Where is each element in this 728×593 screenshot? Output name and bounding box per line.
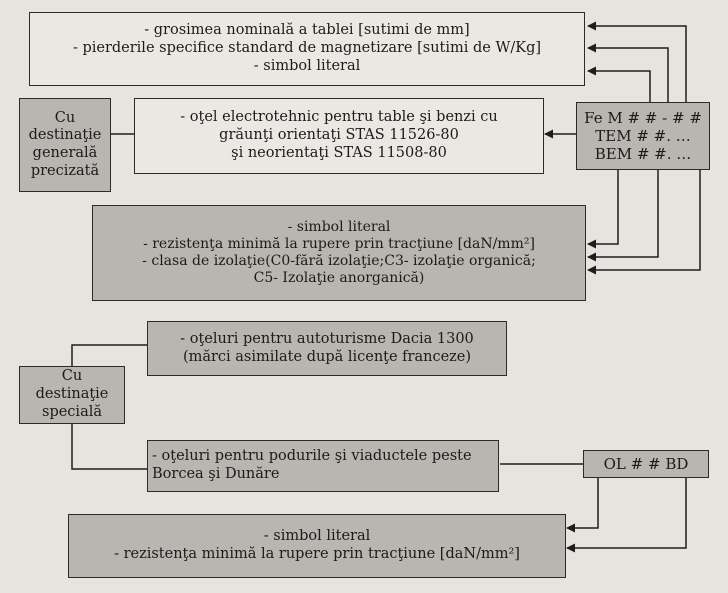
top-line-1: - grosimea nominală a tablei [sutimi de … [144,22,470,39]
special-purpose-label: Cu destinaţie specială [19,366,125,424]
properties-box-bottom: - simbol literal - rezistenţa minimă la … [68,514,566,578]
bottom-line-2: - rezistenţa minimă la rupere prin tracţ… [114,546,520,562]
general-label-line-4: precizată [30,162,100,179]
mid-line-3: - clasa de izolaţie(C0-fără izolaţie;C3-… [142,253,536,269]
arrow-bottom-strength [566,478,687,553]
electro-line-3: şi neorientaţi STAS 11508-80 [231,144,447,161]
arrow-bottom-letter [566,478,599,533]
ol-code-text: OL # # BD [603,454,689,473]
special-label-line-3: specială [42,403,102,420]
bridges-line-2: Borcea şi Dunăre [152,466,280,482]
general-label-line-3: generală [32,145,98,161]
parameters-box-top: - grosimea nominală a tablei [sutimi de … [29,12,585,86]
electro-line-1: - oţel electrotehnic pentru table şi ben… [180,109,498,126]
dacia-steel-box: - oţeluri pentru autoturisme Dacia 1300 … [147,321,507,376]
arrow-losses [587,43,669,102]
bridges-steel-box: - oţeluri pentru podurile şi viaductele … [147,440,499,492]
ol-code-box: OL # # BD [583,450,709,478]
top-line-3: - simbol literal [253,57,361,74]
mid-line-1: - simbol literal [287,218,391,235]
arrow-mid-insulation [587,170,701,275]
connector-dacia [71,344,147,366]
special-label-line-2: destinaţie [35,386,109,403]
top-line-2: - pierderile specifice standard de magne… [72,40,542,57]
bridges-line-1: - oţeluri pentru podurile şi viaductele … [152,448,472,465]
arrow-thickness [587,21,687,102]
arrow-letter [587,66,651,102]
bottom-line-1: - simbol literal [263,528,371,545]
properties-box-mid: - simbol literal - rezistenţa minimă la … [92,205,586,301]
electro-line-2: grăunţi orientaţi STAS 11526-80 [219,127,459,144]
symbol-line-2: TEM # #. … [595,126,691,145]
special-label-line-1: Cu [61,368,83,385]
general-label-line-1: Cu [54,109,76,126]
mid-line-2: - rezistenţa minimă la rupere prin tracţ… [143,235,535,252]
general-purpose-label: Cu destinaţie generală precizată [19,98,111,192]
mid-line-4: C5- Izolaţie anorganică) [253,270,425,287]
symbol-code-box: Fe M # # - # # TEM # #. … BEM # #. … [576,102,710,170]
arrow-mid-letter [587,170,619,249]
electrotechnical-steel-box: - oţel electrotehnic pentru table şi ben… [134,98,544,174]
symbol-line-1: Fe M # # - # # [584,108,702,127]
dacia-line-1: - oţeluri pentru autoturisme Dacia 1300 [180,330,474,347]
symbol-line-3: BEM # #. … [594,145,692,164]
dacia-line-2: (mărci asimilate după licenţe franceze) [182,348,472,365]
arrow-mid-strength [587,170,659,262]
connector-bridges [71,424,147,470]
general-label-line-2: destinaţie [28,127,102,144]
